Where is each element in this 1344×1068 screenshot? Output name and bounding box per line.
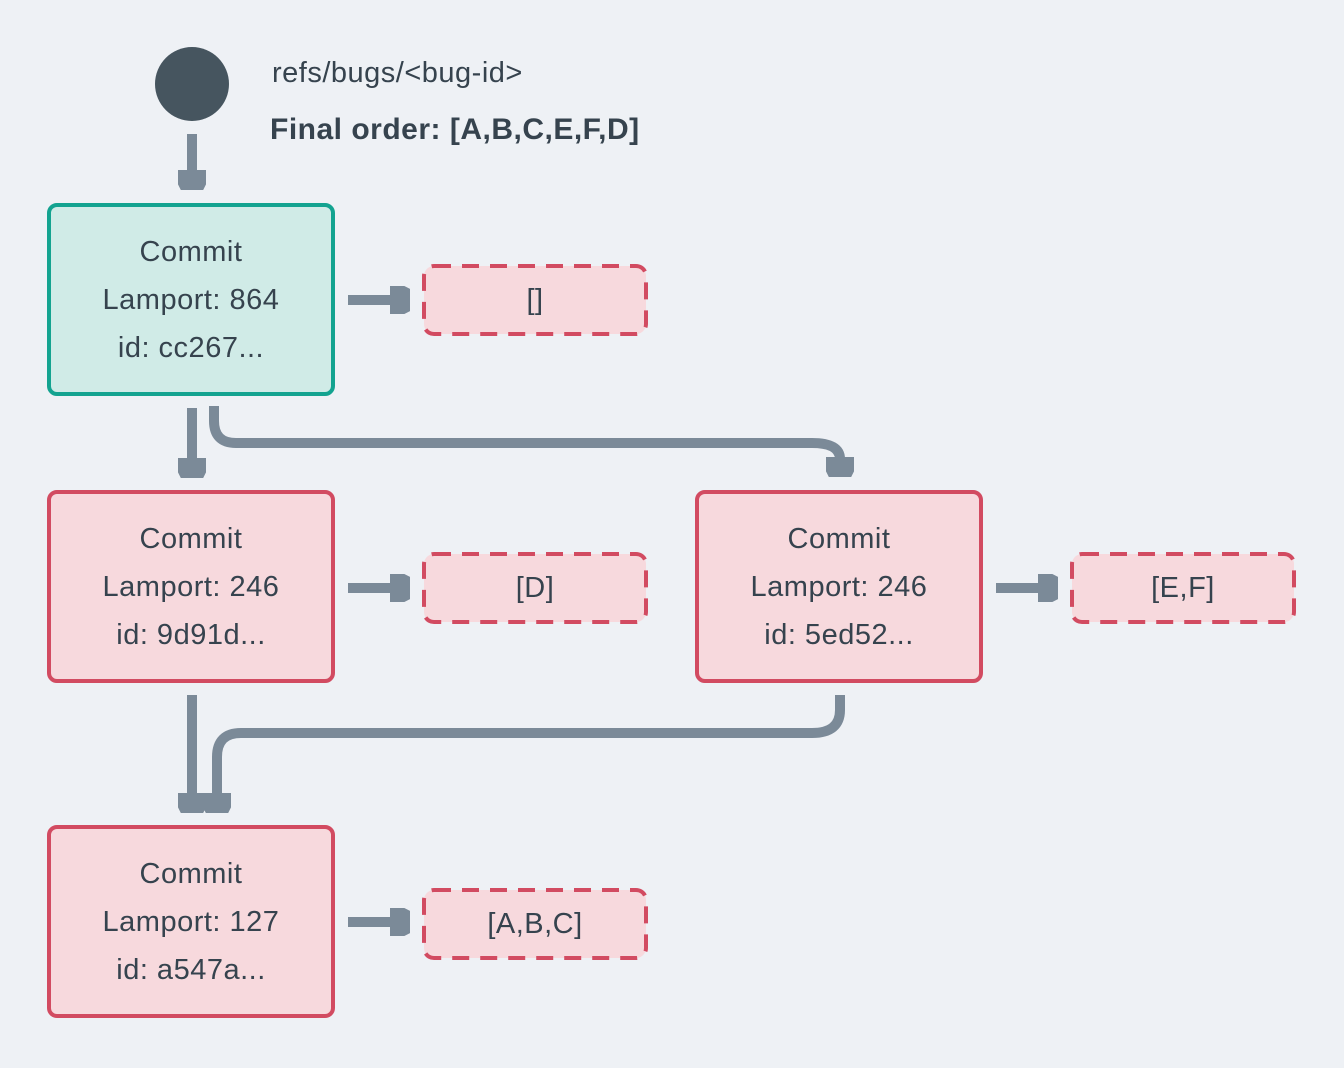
ref-node-circle <box>155 47 229 121</box>
commit-title: Commit <box>139 522 243 555</box>
ref-label: refs/bugs/<bug-id> <box>272 57 523 89</box>
commit-lamport: Lamport: 246 <box>102 570 280 603</box>
commit-id: id: cc267... <box>117 331 265 364</box>
ops-box-abc: [A,B,C] <box>422 888 648 960</box>
ops-box-empty: [] <box>422 264 648 336</box>
ops-box-ef: [E,F] <box>1070 552 1296 624</box>
commit-lamport: Lamport: 246 <box>750 570 928 603</box>
commit-id: id: a547a... <box>116 953 266 986</box>
ops-box-d: [D] <box>422 552 648 624</box>
commit-title: Commit <box>787 522 891 555</box>
dashed-border <box>422 888 648 960</box>
commit-lamport: Lamport: 127 <box>102 905 280 938</box>
ops-label: [D] <box>515 571 555 604</box>
commit-title: Commit <box>139 857 243 890</box>
ops-label: [A,B,C] <box>487 907 583 940</box>
commit-id: id: 5ed52... <box>764 618 914 651</box>
dashed-border <box>1070 552 1296 624</box>
commit-box-bottom: Commit Lamport: 127 id: a547a... <box>47 825 335 1018</box>
final-order-label: Final order: [A,B,C,E,F,D] <box>270 113 640 146</box>
ops-label: [] <box>526 283 544 316</box>
dashed-border <box>422 552 648 624</box>
commit-title: Commit <box>139 235 243 268</box>
ops-label: [E,F] <box>1151 571 1215 604</box>
arrow-right-to-bottom-commit <box>217 695 845 795</box>
dashed-border <box>422 264 648 336</box>
commit-box-left: Commit Lamport: 246 id: 9d91d... <box>47 490 335 683</box>
commit-id: id: 9d91d... <box>116 618 266 651</box>
commit-box-root: Commit Lamport: 864 id: cc267... <box>47 203 335 396</box>
commit-lamport: Lamport: 864 <box>102 283 280 316</box>
commit-box-right: Commit Lamport: 246 id: 5ed52... <box>695 490 983 683</box>
arrow-root-to-right-commit <box>209 406 840 459</box>
